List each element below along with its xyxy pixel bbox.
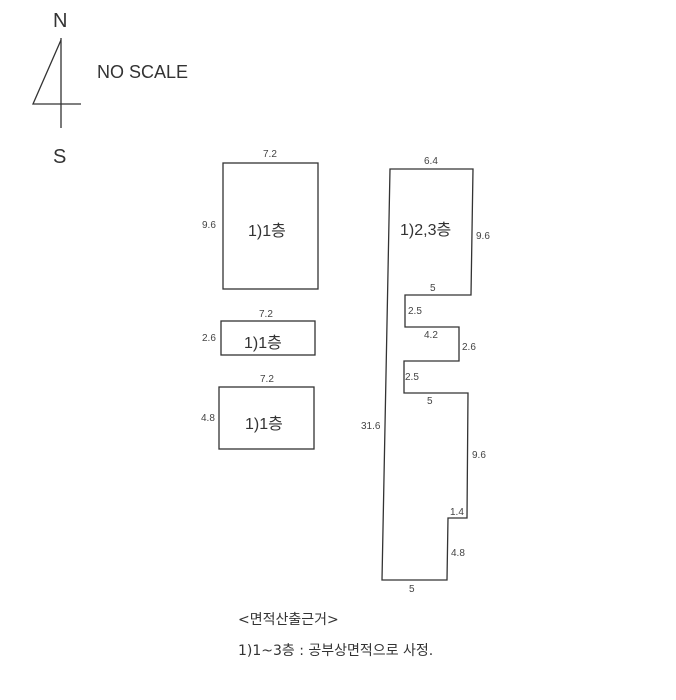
dim-label: 2.6 (202, 333, 216, 344)
block-label: 1)1층 (245, 416, 283, 433)
dim-label: 5 (409, 584, 415, 595)
dim-label: 9.6 (472, 450, 486, 461)
block-3-outline (218, 386, 315, 450)
block-label: 1)1층 (248, 223, 286, 240)
dim-label: 2.5 (408, 306, 422, 317)
dim-label: 5 (427, 396, 433, 407)
dim-label: 7.2 (259, 309, 273, 320)
scale-note: NO SCALE (97, 62, 189, 82)
block-4-outline (381, 168, 474, 581)
compass-south-label: S (53, 146, 67, 168)
dim-label: 7.2 (260, 374, 274, 385)
block-label: 1)2,3층 (400, 222, 452, 239)
dim-label: 4.2 (424, 330, 438, 341)
dim-label: 9.6 (202, 220, 216, 231)
notes-line: 1)1~3층 : 공부상면적으로 사정. (238, 643, 434, 659)
dim-label: 7.2 (263, 149, 277, 160)
block-2-outline (220, 320, 316, 356)
dim-label: 6.4 (424, 156, 438, 167)
north-arrow-icon (32, 38, 81, 128)
block-1-outline (222, 162, 319, 290)
block-label: 1)1층 (244, 335, 282, 352)
dim-label: 2.5 (405, 372, 419, 383)
notes-heading: <면적산출근거> (238, 612, 339, 628)
compass-north-label: N (53, 10, 68, 32)
dim-label: 4.8 (201, 413, 215, 424)
dim-label: 9.6 (476, 231, 490, 242)
dim-label: 31.6 (361, 421, 381, 432)
dim-label: 5 (430, 283, 436, 294)
dim-label: 2.6 (462, 342, 476, 353)
dim-label: 1.4 (450, 507, 464, 518)
dim-label: 4.8 (451, 548, 465, 559)
